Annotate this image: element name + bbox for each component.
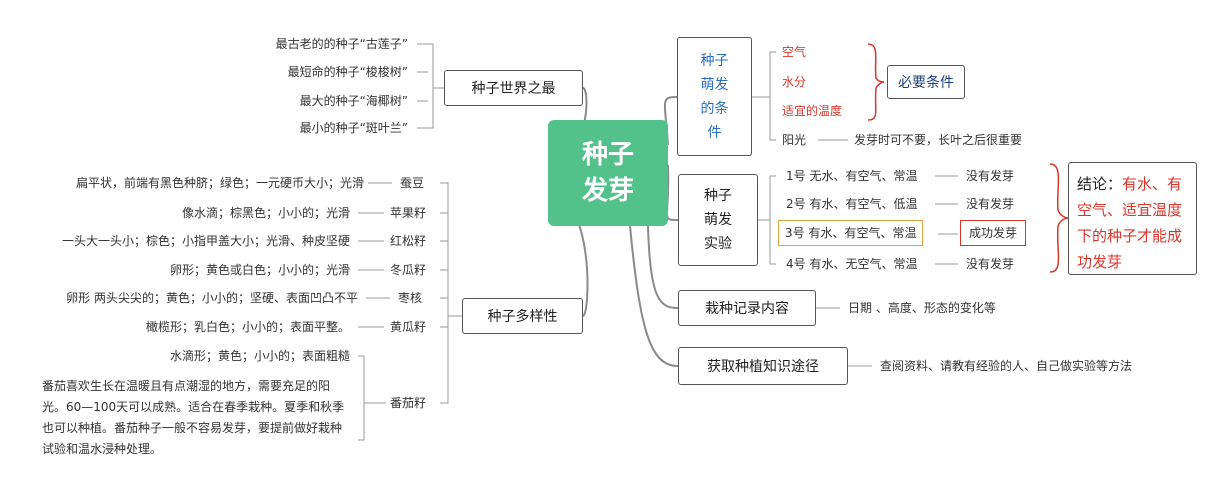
experiment-result-highlighted: 成功发芽 xyxy=(960,220,1027,246)
central-topic[interactable]: 种子 发芽 xyxy=(548,120,668,226)
condition-item: 空气 xyxy=(782,45,807,59)
knowledge-node[interactable]: 获取种植知识途径 xyxy=(678,347,848,385)
seed-name: 枣核 xyxy=(398,291,423,305)
records-label: 种子世界之最 xyxy=(471,81,556,97)
conditions-label-line: 种子 xyxy=(700,52,729,69)
seed-description: 卵形 两头尖尖的；黄色；小小的；坚硬、表面凹凸不平 xyxy=(66,291,358,305)
diversity-label: 种子多样性 xyxy=(487,309,558,325)
seed-description: 卵形；黄色或白色；小小的；光滑 xyxy=(169,263,350,277)
light-note: 发芽时可不要，长叶之后很重要 xyxy=(854,133,1023,147)
records-item: 最古老的的种子“古莲子” xyxy=(275,37,408,51)
record-note: 日期 、高度、形态的变化等 xyxy=(848,301,996,315)
experiment-node[interactable]: 种子 萌发 实验 xyxy=(678,174,758,266)
central-topic-line2: 发芽 xyxy=(581,176,634,206)
seed-name: 黄瓜籽 xyxy=(390,320,427,334)
experiment-result: 没有发芽 xyxy=(966,257,1015,271)
central-topic-line1: 种子 xyxy=(581,140,634,170)
experiment-label-line: 种子 xyxy=(704,188,732,204)
experiment-setup: 1号 无水、有空气、常温 xyxy=(786,169,918,183)
seed-description: 橄榄形；乳白色；小小的；表面平整。 xyxy=(145,320,350,334)
seed-name: 蚕豆 xyxy=(400,176,425,190)
experiment-label-line: 萌发 xyxy=(704,212,732,228)
diversity-node[interactable]: 种子多样性 xyxy=(462,298,583,334)
tomato-description-short: 水滴形；黄色；小小的；表面粗糙 xyxy=(169,349,350,363)
experiment-setup: 2号 有水、有空气、低温 xyxy=(786,197,918,211)
knowledge-note: 查阅资料、请教有经验的人、自己做实验等方法 xyxy=(880,359,1133,373)
condition-item: 适宜的温度 xyxy=(782,104,843,118)
seed-description: 像水滴；棕黑色；小小的；光滑 xyxy=(181,206,350,220)
necessary-conditions-node[interactable]: 必要条件 xyxy=(887,65,965,99)
seed-name: 苹果籽 xyxy=(390,206,427,220)
seed-description: 一头大一头小；棕色；小指甲盖大小；光滑、种皮坚硬 xyxy=(61,234,350,248)
record-label: 栽种记录内容 xyxy=(705,301,789,317)
experiment-setup-highlighted: 3号 有水、有空气、常温 xyxy=(778,220,924,246)
conclusion-node[interactable]: 结论：有水、有空气、适宜温度下的种子才能成功发芽 xyxy=(1068,162,1197,275)
record-node[interactable]: 栽种记录内容 xyxy=(678,290,816,326)
conditions-label-line: 萌发 xyxy=(700,76,729,93)
seed-name: 番茄籽 xyxy=(390,396,427,410)
necessary-conditions-label: 必要条件 xyxy=(898,75,954,91)
seed-name: 红松籽 xyxy=(390,234,427,248)
conditions-label-line: 件 xyxy=(707,124,722,141)
experiment-result: 没有发芽 xyxy=(966,169,1015,183)
condition-item: 水分 xyxy=(782,75,807,89)
conclusion-prefix: 结论： xyxy=(1077,175,1123,193)
seed-description: 扁平状，前端有黑色种脐；绿色；一元硬币大小；光滑 xyxy=(75,176,364,190)
experiment-label-line: 实验 xyxy=(704,236,732,252)
conditions-node[interactable]: 种子 萌发 的条 件 xyxy=(677,37,752,156)
records-item: 最小的种子“斑叶兰” xyxy=(299,121,408,135)
records-item: 最大的种子“海椰树” xyxy=(299,94,408,108)
experiment-result: 没有发芽 xyxy=(966,197,1015,211)
conditions-label-line: 的条 xyxy=(700,100,729,117)
light-item: 阳光 xyxy=(782,133,807,147)
experiment-setup: 4号 有水、无空气、常温 xyxy=(786,257,918,271)
records-node[interactable]: 种子世界之最 xyxy=(444,70,583,106)
conclusion-text: 有水、有空气、适宜温度下的种子才能成功发芽 xyxy=(1077,175,1183,271)
knowledge-label: 获取种植知识途径 xyxy=(707,359,819,375)
seed-name: 冬瓜籽 xyxy=(390,263,427,277)
tomato-description-long: 番茄喜欢生长在温暖且有点潮湿的地方，需要充足的阳光。60—100天可以成熟。适合… xyxy=(42,379,345,456)
records-item: 最短命的种子“梭梭树” xyxy=(287,65,408,79)
